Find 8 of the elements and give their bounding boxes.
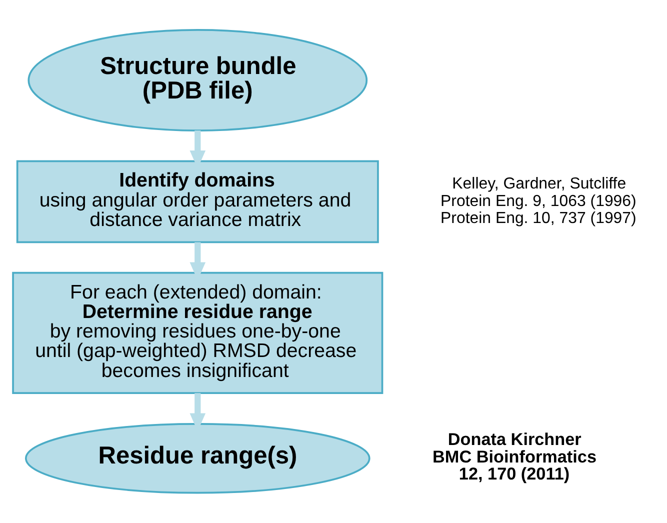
node-box: For each (extended) domain: Determine residue range by removing residues one-by-one until (gap-weighted) RMSD decrease becomes insignificant <box>12 272 384 394</box>
node-box: Identify domains using angular order parameters and distance variance matrix <box>16 160 379 244</box>
node-ellipse: Structure bundle (PDB file) <box>28 28 368 132</box>
label: Kelley, Gardner, Sutcliffe <box>452 176 626 193</box>
label: Protein Eng. 10, 737 (1997) <box>440 210 636 228</box>
node-ellipse: Residue range(s) <box>24 423 370 494</box>
label: 12, 170 (2011) <box>458 464 570 484</box>
label: Protein Eng. 9, 1063 (1996) <box>440 192 636 210</box>
